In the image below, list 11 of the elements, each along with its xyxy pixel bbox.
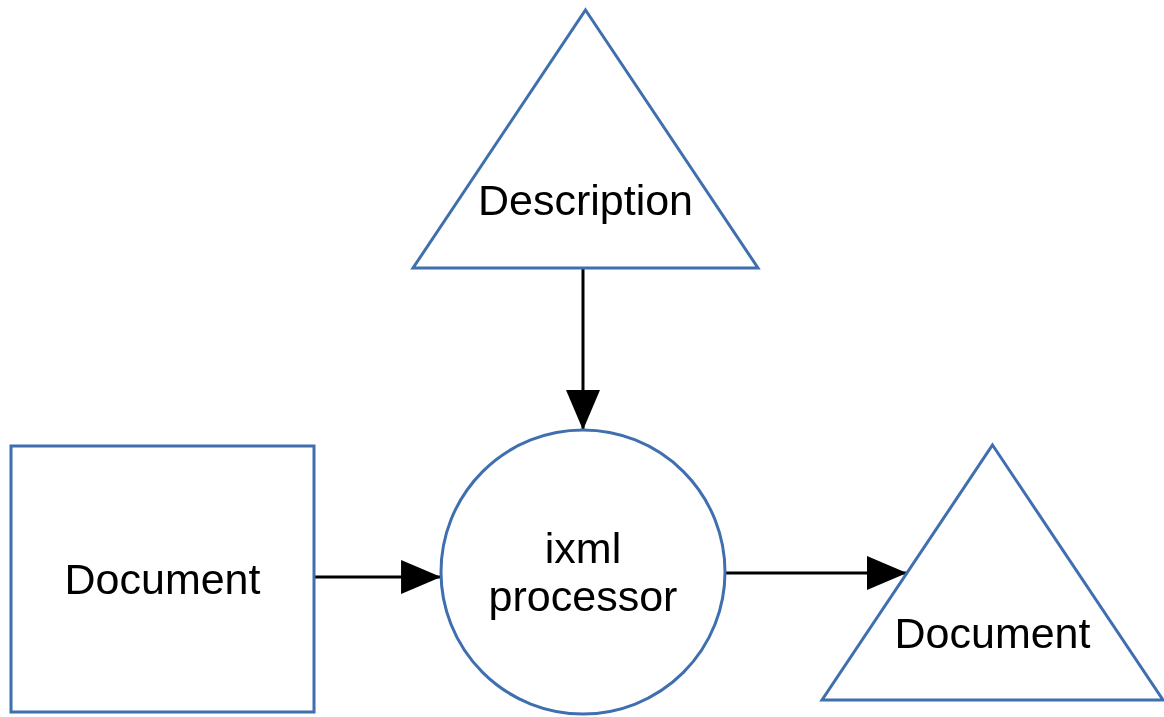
node-label: Document <box>63 555 262 603</box>
arrow <box>725 556 907 590</box>
document-triangle <box>822 445 1163 700</box>
node-label: ixml processor <box>487 524 679 620</box>
node-label: Description <box>476 176 695 224</box>
document-box <box>11 446 314 712</box>
arrow <box>314 560 442 594</box>
processor-circle <box>441 430 725 714</box>
node-label: Document <box>893 609 1092 657</box>
description-triangle <box>413 10 758 268</box>
arrow <box>566 268 600 430</box>
